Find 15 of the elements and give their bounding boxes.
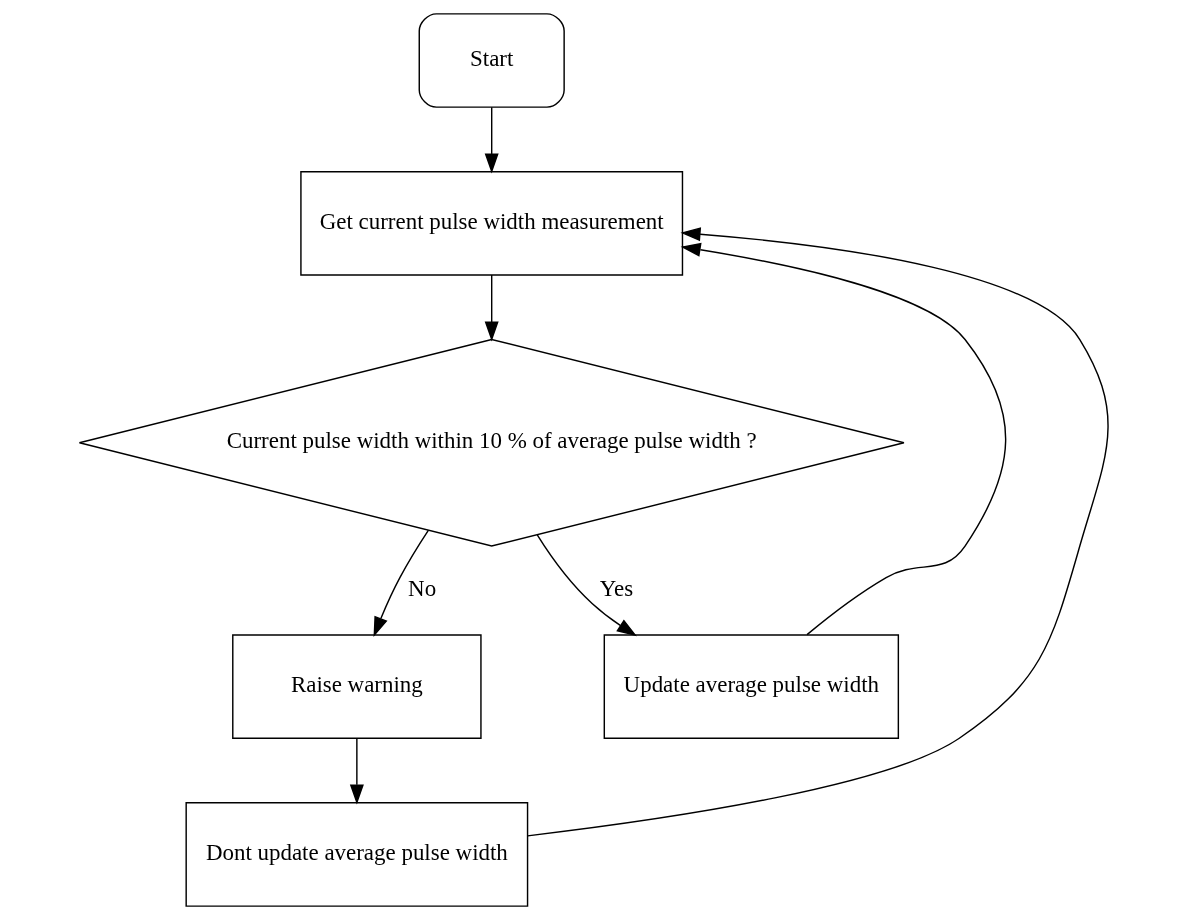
arrow bbox=[484, 274, 499, 342]
node-box: Get current pulse width measurement bbox=[299, 170, 683, 276]
node-box: Dont update average pulse width bbox=[184, 802, 528, 907]
arrow bbox=[349, 737, 364, 805]
arrow bbox=[526, 227, 1109, 837]
node-box: Raise warning bbox=[231, 634, 482, 739]
node-box: Update average pulse width bbox=[603, 634, 899, 739]
edge-label: No bbox=[407, 575, 436, 601]
node-box: Start bbox=[418, 13, 565, 108]
node-diamond: Current pulse width within 10 % of average pulse width ? bbox=[78, 338, 905, 547]
arrow bbox=[373, 529, 429, 637]
arrow bbox=[536, 534, 637, 637]
edge-label: Yes bbox=[599, 575, 633, 601]
arrow bbox=[680, 242, 1006, 636]
arrow bbox=[484, 106, 499, 174]
